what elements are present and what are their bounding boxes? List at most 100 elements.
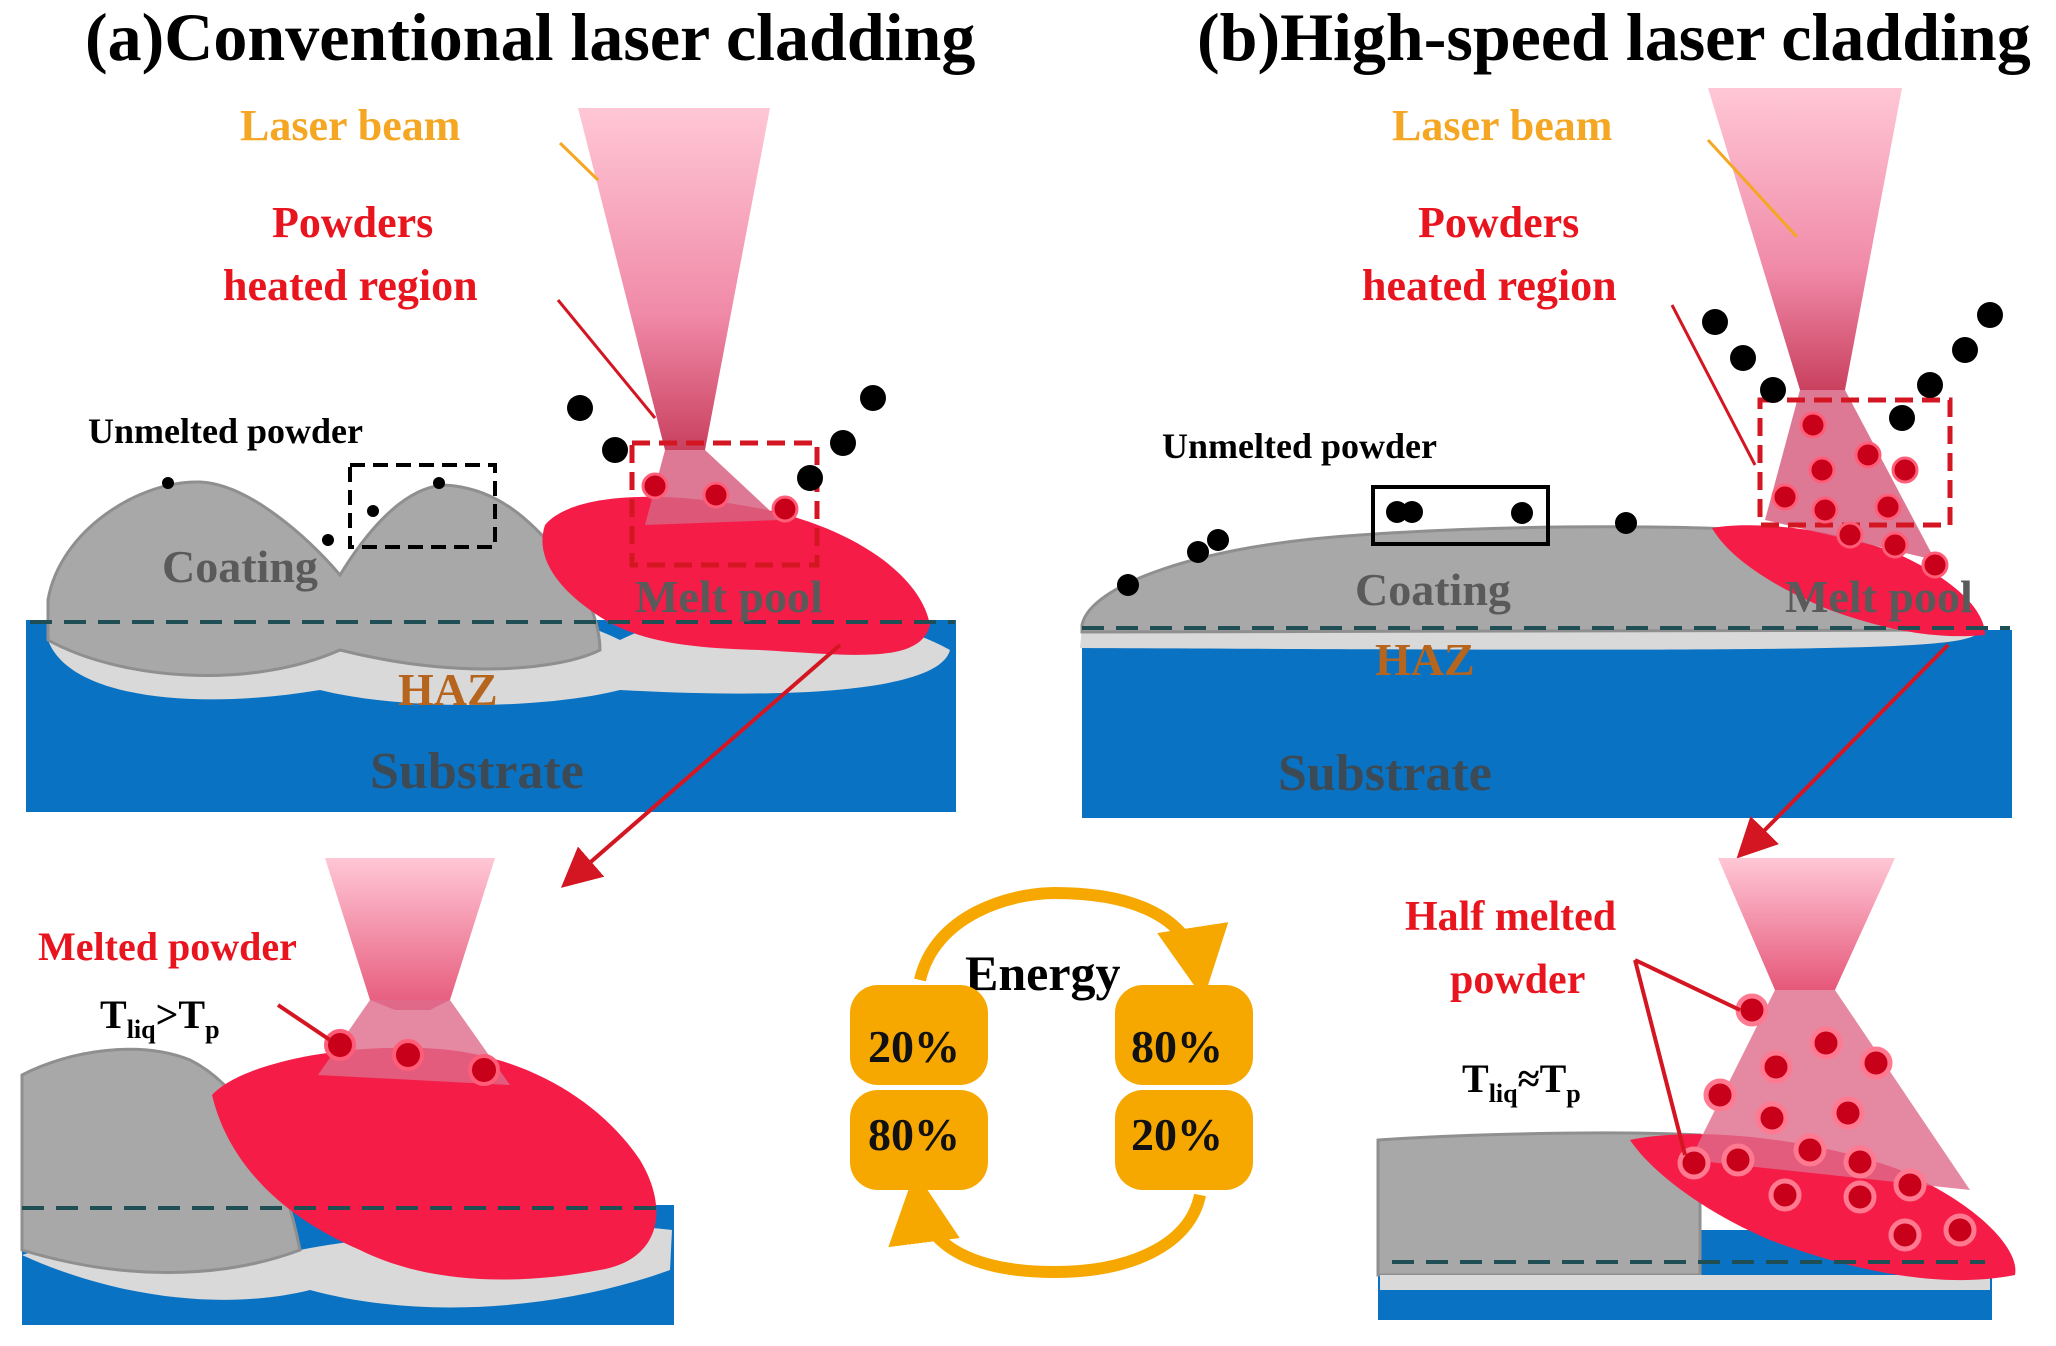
panel-a-zoom-pointer bbox=[276, 1003, 332, 1042]
panel-b-zoom-haz bbox=[1380, 1275, 1990, 1290]
panel-b-powder bbox=[1977, 302, 2003, 328]
panel-a-unmelted-label: Unmelted powder bbox=[88, 411, 363, 451]
panel-b-zoom-particle bbox=[1843, 1180, 1877, 1214]
panel-a-powder bbox=[797, 465, 823, 491]
panel-b-unmelted-powder-dot bbox=[1401, 501, 1423, 523]
energy-left-bottom bbox=[850, 1090, 988, 1190]
panel-b-zoom-particle bbox=[1843, 1145, 1877, 1179]
panel-a-temp-label: Tliq>Tp bbox=[100, 992, 220, 1044]
panel-b-zoom-particle bbox=[1768, 1178, 1802, 1212]
panel-a-laser-beam-label: Laser beam bbox=[240, 101, 460, 150]
panel-b-zoom-laser-spot bbox=[1690, 990, 1970, 1190]
panel-b-title: (b)High-speed laser cladding bbox=[1197, 0, 2031, 75]
panel-b-unmelted-powder-dot bbox=[1207, 529, 1229, 551]
panel-a-melted-particle bbox=[771, 495, 799, 523]
panel-b-powders-label-1: Powders bbox=[1418, 198, 1579, 247]
panel-a-unmelted-powder-dot bbox=[322, 534, 334, 546]
panel-a-zoom-melt-pool bbox=[212, 1047, 657, 1280]
panel-b-zoom-pointer-2 bbox=[1633, 959, 1687, 1156]
energy-right-bottom bbox=[1115, 1090, 1253, 1190]
panel-b-melt-pool-label: Melt pool bbox=[1785, 571, 1973, 622]
panel-b-zoom-particle bbox=[1759, 1050, 1793, 1084]
panel-b-powder bbox=[1760, 377, 1786, 403]
panel-b-substrate-label: Substrate bbox=[1278, 745, 1492, 802]
panel-b-zoom-laser-beam bbox=[1718, 858, 1895, 990]
panel-b-zoom-pointer-1 bbox=[1634, 958, 1741, 1012]
panel-b-half-melted-particle bbox=[1836, 521, 1864, 549]
panel-b-half-melted-particle bbox=[1771, 483, 1799, 511]
panel-b-unmelted-label: Unmelted powder bbox=[1162, 426, 1437, 466]
panel-a-zoom-arrow bbox=[560, 643, 842, 888]
energy-right-top bbox=[1115, 985, 1253, 1085]
panel-b-powders-pointer bbox=[1670, 304, 1757, 466]
panel-a-zoom-melted-particle bbox=[324, 1029, 356, 1061]
panel-b: (b)High-speed laser cladding bbox=[1080, 0, 2031, 1320]
panel-b-zoom-particle bbox=[1859, 1046, 1893, 1080]
panel-b-zoom-particle bbox=[1943, 1213, 1977, 1247]
panel-b-zoom-particle bbox=[1755, 1101, 1789, 1135]
panel-a-coating-label: Coating bbox=[162, 541, 318, 592]
panel-a-laser-beam bbox=[578, 108, 770, 450]
panel-b-substrate bbox=[1082, 630, 2012, 818]
panel-b-laser-beam-label: Laser beam bbox=[1392, 101, 1612, 150]
panel-b-half-melted-particle bbox=[1808, 456, 1836, 484]
panel-b-powders-label-2: heated region bbox=[1362, 261, 1617, 310]
panel-b-powder bbox=[1702, 309, 1728, 335]
panel-b-zoom-particle bbox=[1721, 1143, 1755, 1177]
panel-a-heated-region-box bbox=[629, 440, 820, 568]
panel-a-powders-label-2: heated region bbox=[223, 261, 478, 310]
panel-b-powder bbox=[1917, 372, 1943, 398]
panel-b-powder bbox=[1730, 345, 1756, 371]
panel-b-laser-pointer bbox=[1706, 138, 1799, 239]
panel-b-half-melted-particle bbox=[1854, 441, 1882, 469]
panel-b-zoom-particle bbox=[1735, 993, 1769, 1027]
panel-a-powders-pointer bbox=[556, 299, 657, 419]
panel-b-unmelted-powder-dot bbox=[1511, 502, 1533, 524]
panel-b-half-melted-particle bbox=[1921, 551, 1949, 579]
panel-b-half-melted-particle bbox=[1881, 531, 1909, 559]
panel-b-melt-pool bbox=[1712, 525, 1985, 637]
energy-right-bottom-value: 20% bbox=[1131, 1109, 1223, 1160]
panel-b-haz-label: HAZ bbox=[1375, 634, 1475, 685]
panel-b-haz-region bbox=[1080, 628, 1980, 650]
energy-cycle: Energy 20% 80% 80% 20% bbox=[850, 886, 1253, 1279]
panel-a-melted-particle bbox=[702, 481, 730, 509]
panel-a-unmelted-powder-dot bbox=[367, 505, 379, 517]
panel-a-laser-pointer bbox=[558, 141, 600, 182]
panel-b-powder bbox=[1889, 405, 1915, 431]
panel-b-zoom-particle bbox=[1793, 1133, 1827, 1167]
panel-b-half-melted-particle bbox=[1799, 411, 1827, 439]
panel-a-substrate-label: Substrate bbox=[370, 743, 584, 800]
panel-a-melt-pool-label: Melt pool bbox=[635, 571, 823, 622]
panel-a-powder bbox=[830, 430, 856, 456]
panel-b-zoom-detail: Half melted powder Tliq≈Tp bbox=[1376, 858, 2016, 1320]
panel-b-unmelted-powder-dot bbox=[1615, 512, 1637, 534]
panel-b-zoom-particle bbox=[1888, 1218, 1922, 1252]
panel-b-temp-label: Tliq≈Tp bbox=[1462, 1056, 1581, 1108]
energy-top-arrow bbox=[914, 886, 1229, 999]
panel-a-melted-particle bbox=[641, 472, 669, 500]
panel-b-half-melted-particle bbox=[1811, 496, 1839, 524]
panel-a-zoom-melted-particle bbox=[468, 1054, 500, 1086]
panel-b-zoom-particle bbox=[1703, 1078, 1737, 1112]
panel-a-title: (a)Conventional laser cladding bbox=[85, 0, 975, 75]
panel-b-zoom-particle bbox=[1809, 1026, 1843, 1060]
panel-a-zoom-laser-beam bbox=[325, 858, 495, 1010]
energy-right-top-value: 80% bbox=[1131, 1021, 1223, 1072]
panel-b-laser-beam bbox=[1708, 88, 1902, 390]
panel-a-unmelted-box bbox=[348, 463, 497, 549]
panel-b-coating-label: Coating bbox=[1355, 564, 1511, 615]
panel-b-powder bbox=[1952, 337, 1978, 363]
energy-left-top-value: 20% bbox=[868, 1021, 960, 1072]
energy-bottom-arrow bbox=[888, 1171, 1206, 1279]
energy-left-top bbox=[850, 985, 988, 1085]
panel-a-zoom-detail: Melted powder Tliq>Tp bbox=[20, 858, 674, 1325]
panel-b-unmelted-powder-dot bbox=[1187, 541, 1209, 563]
panel-a-powder bbox=[602, 437, 628, 463]
panel-b-zoom-particle bbox=[1893, 1168, 1927, 1202]
panel-a-unmelted-powder-dot bbox=[162, 477, 174, 489]
panel-b-half-melted-particle bbox=[1891, 456, 1919, 484]
panel-b-zoom-particle bbox=[1677, 1146, 1711, 1180]
panel-a-haz-label: HAZ bbox=[398, 664, 498, 715]
